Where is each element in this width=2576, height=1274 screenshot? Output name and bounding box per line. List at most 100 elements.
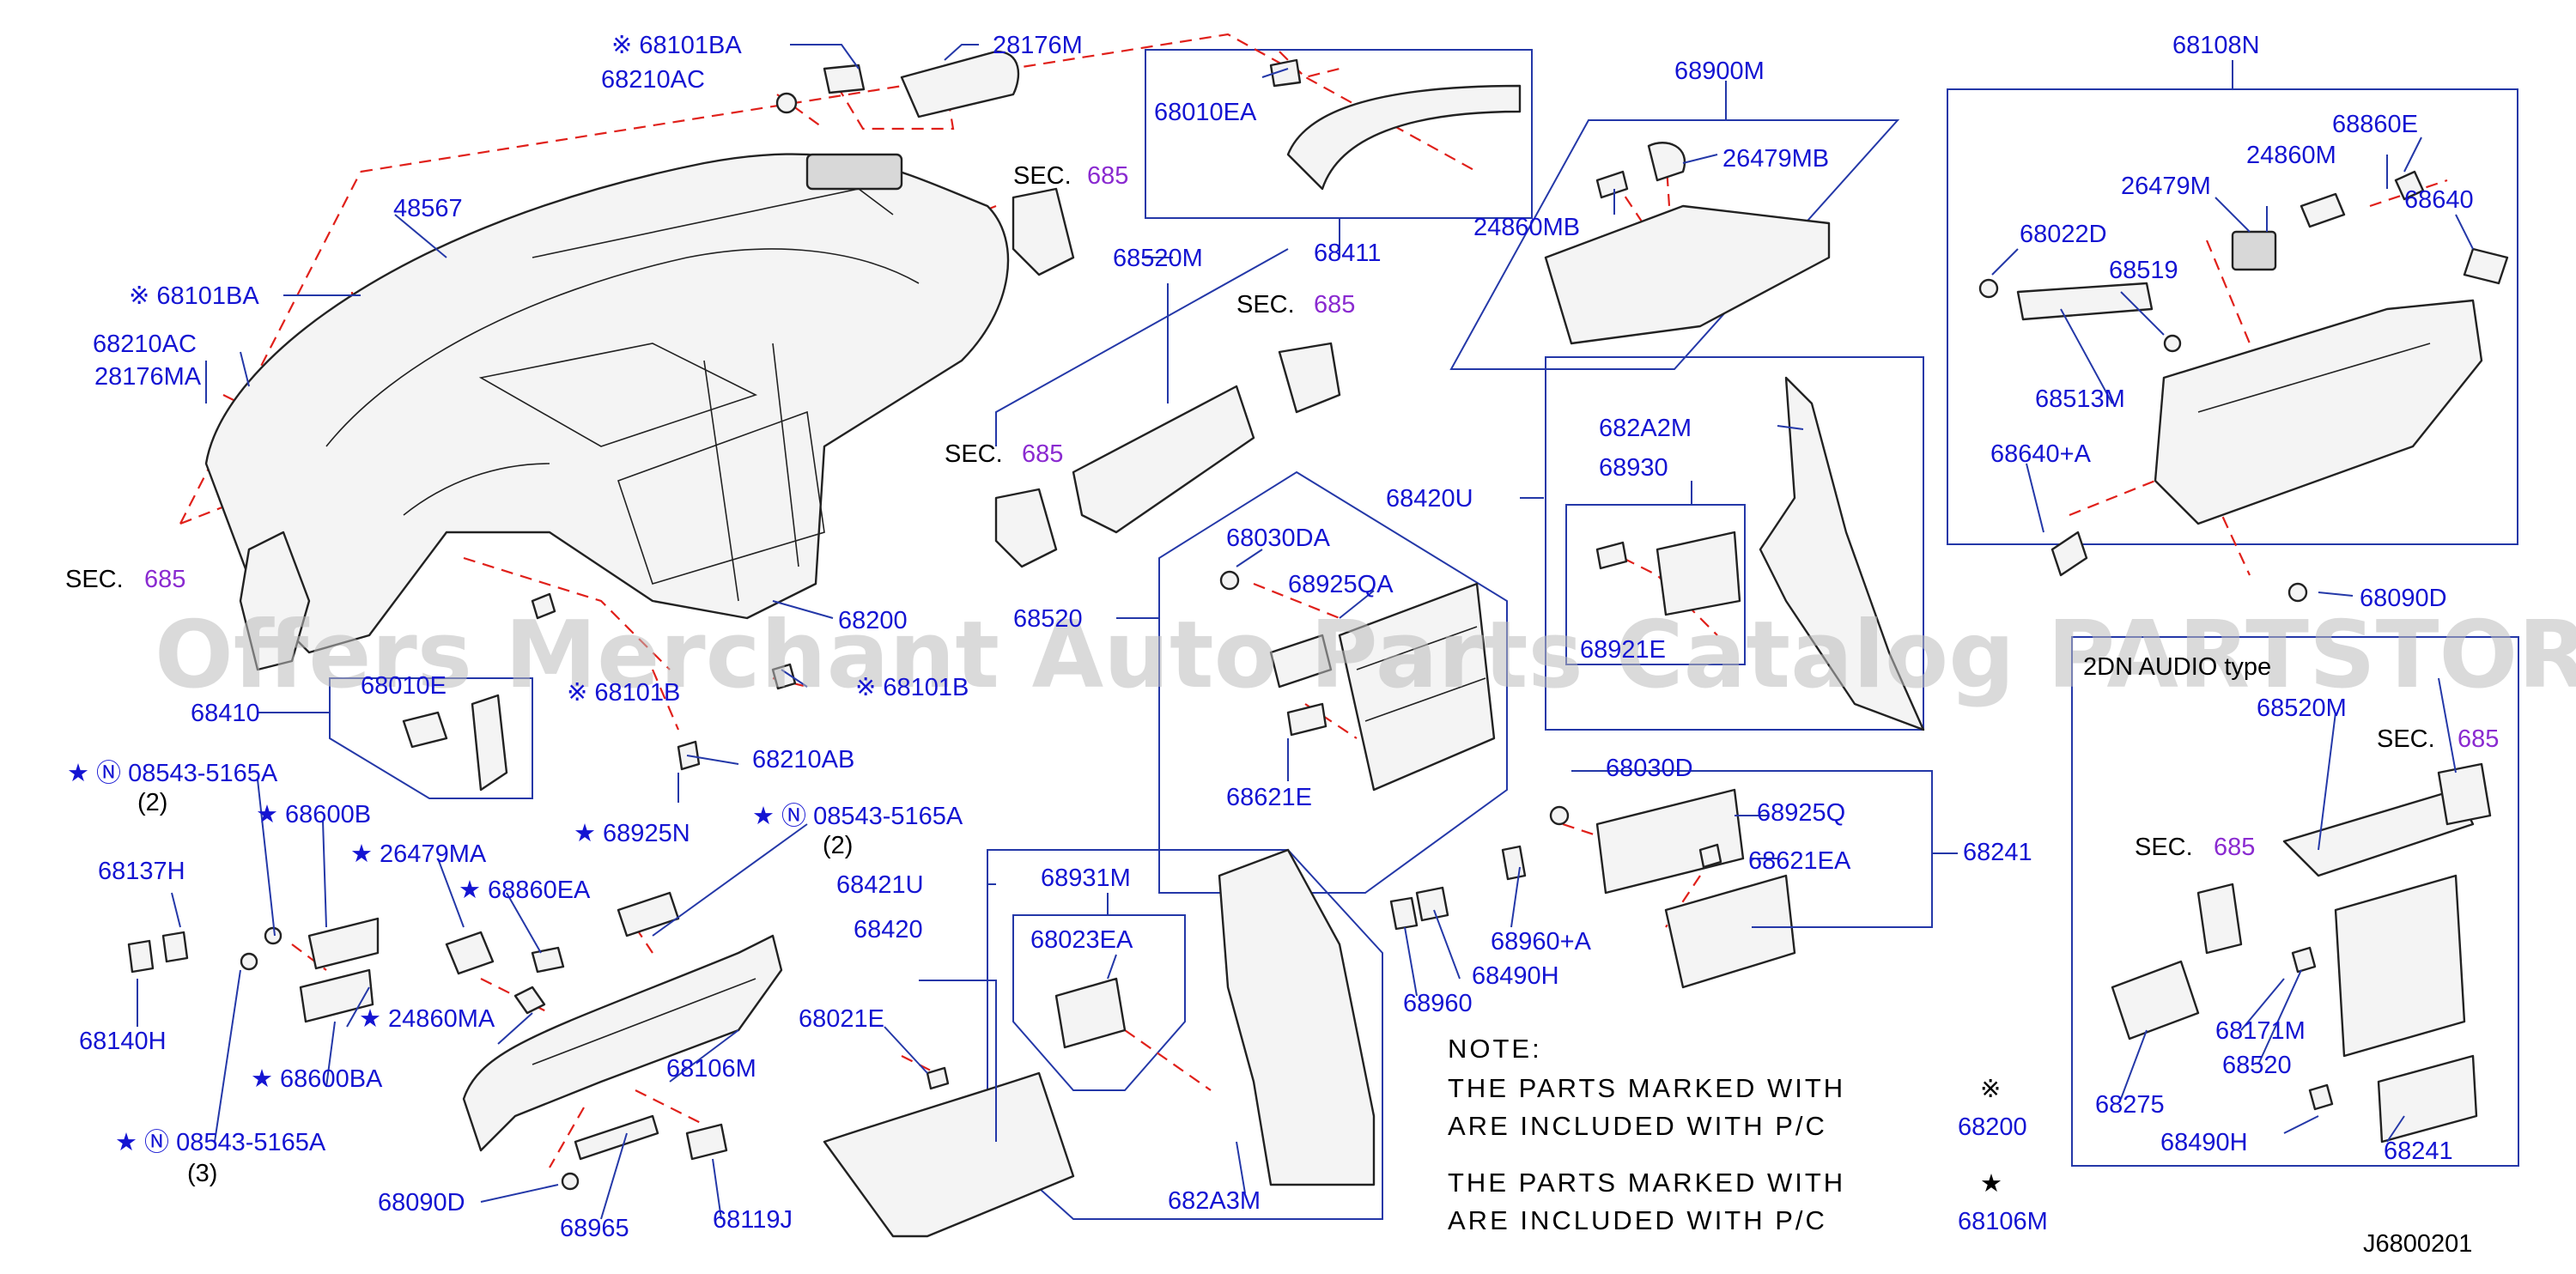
label-2dn-68520M: 68520M: [2257, 695, 2347, 722]
box-2dn-audio: [2071, 636, 2519, 1167]
watermark: Offers Merchant Auto Parts Catalog PARTS…: [155, 602, 2576, 709]
label-68021E: 68021E: [799, 1005, 884, 1033]
label-68119J: 68119J: [713, 1206, 793, 1234]
note-block: NOTE: THE PARTS MARKED WITH ARE INCLUDED…: [1448, 1034, 2048, 1235]
label-68925N: ★ 68925N: [574, 820, 690, 847]
label-26479M: 26479M: [2121, 173, 2211, 200]
label-68600BA: ★ 68600BA: [251, 1065, 383, 1093]
label-68108N: 68108N: [2172, 32, 2260, 59]
sec-number: 685: [2458, 725, 2499, 753]
note-ref-1: 68200: [1958, 1113, 2027, 1141]
sec-ref-6: SEC. 685: [2135, 834, 2255, 861]
part-icons: [127, 50, 2509, 1238]
part-labels: ※ 68101BA 28176M 68210AC 68010EA 68411 6…: [67, 32, 2474, 1242]
label-68101BA-top: ※ 68101BA: [611, 32, 742, 59]
note-line4: ARE INCLUDED WITH P/C: [1448, 1205, 1827, 1235]
label-08543-qty-3: (3): [187, 1160, 217, 1187]
label-68106M: 68106M: [666, 1055, 756, 1083]
label-68411: 68411: [1314, 240, 1382, 267]
label-68030D: 68030D: [1606, 755, 1693, 782]
box-68931M: [1012, 914, 1186, 1091]
sec-number: 685: [1314, 291, 1355, 318]
sec-prefix: SEC.: [1013, 162, 1072, 190]
note-ref-2: 68106M: [1958, 1208, 2048, 1235]
label-68010EA: 68010EA: [1154, 99, 1257, 126]
label-68960A: 68960+A: [1491, 928, 1592, 956]
label-26479MB: 26479MB: [1722, 145, 1829, 173]
note-line1: THE PARTS MARKED WITH: [1448, 1073, 1845, 1103]
label-68421U: 68421U: [836, 871, 924, 899]
sec-prefix: SEC.: [945, 440, 1003, 468]
label-68420: 68420: [854, 916, 923, 943]
label-68520: 68520: [1013, 605, 1083, 633]
label-08543-qty-1: (2): [137, 789, 167, 816]
label-2dn-68241: 68241: [2384, 1138, 2453, 1165]
label-68921E: 68921E: [1580, 636, 1666, 664]
label-48567: 48567: [393, 195, 463, 222]
note-symbol-1: ※: [1980, 1076, 2001, 1103]
note-line2: ARE INCLUDED WITH P/C: [1448, 1111, 1827, 1141]
label-68137H: 68137H: [98, 858, 185, 885]
label-2dn-68171M: 68171M: [2215, 1017, 2306, 1045]
sec-ref-5: SEC. 685: [2377, 725, 2499, 753]
note-line3: THE PARTS MARKED WITH: [1448, 1168, 1845, 1198]
label-68900M: 68900M: [1674, 58, 1765, 85]
label-68210AC-left: 68210AC: [93, 331, 197, 358]
sec-number: 685: [144, 566, 185, 593]
label-68930: 68930: [1599, 454, 1668, 482]
label-68030DA: 68030DA: [1226, 525, 1331, 552]
label-68621EA: 68621EA: [1748, 847, 1851, 875]
label-28176M: 28176M: [993, 32, 1083, 59]
note-title: NOTE:: [1448, 1034, 1542, 1064]
label-68022D: 68022D: [2020, 221, 2107, 248]
label-68490H: 68490H: [1472, 962, 1559, 990]
label-68210AB: 68210AB: [752, 746, 854, 774]
label-26479MA: ★ 26479MA: [350, 840, 487, 868]
label-68101BA-left: ※ 68101BA: [129, 282, 259, 310]
label-68090D-left: 68090D: [378, 1189, 465, 1216]
label-68210AC-top: 68210AC: [601, 66, 705, 94]
label-68965: 68965: [560, 1215, 629, 1242]
label-68101B-a: ※ 68101B: [567, 679, 680, 707]
diagram-id: J6800201: [2363, 1230, 2472, 1258]
label-68520M: 68520M: [1113, 245, 1203, 272]
label-24860MB: 24860MB: [1473, 214, 1580, 241]
label-68241: 68241: [1963, 839, 2032, 866]
sec-ref-3: SEC. 685: [945, 440, 1063, 468]
leader-lines: [137, 44, 2474, 1220]
box-68900M: [1449, 119, 1900, 370]
sec-number: 685: [1022, 440, 1063, 468]
label-68931M: 68931M: [1041, 864, 1131, 892]
label-68513M: 68513M: [2035, 385, 2125, 413]
sec-ref-2: SEC. 685: [1236, 291, 1355, 318]
label-68960: 68960: [1403, 990, 1473, 1017]
label-68023EA: 68023EA: [1030, 926, 1133, 954]
label-68925QA: 68925QA: [1288, 571, 1394, 598]
box-68930: [1565, 504, 1746, 665]
label-68600B: ★ 68600B: [256, 801, 371, 828]
sec-ref-4: SEC. 685: [65, 566, 185, 593]
label-08543-5165A-2: ★ Ⓝ 08543-5165A: [752, 803, 963, 830]
label-08543-5165A-3: ★ Ⓝ 08543-5165A: [115, 1129, 326, 1156]
label-68860E: 68860E: [2332, 111, 2418, 138]
label-08543-qty-2: (2): [823, 832, 853, 859]
dashboard-frame: [204, 153, 1010, 654]
label-68090D-right: 68090D: [2360, 585, 2447, 612]
box-68520: [1158, 470, 1508, 894]
label-68621E: 68621E: [1226, 784, 1312, 811]
sec-number: 685: [2214, 834, 2255, 861]
label-28176MA: 28176MA: [94, 363, 202, 391]
label-2dn-68490H: 68490H: [2160, 1129, 2248, 1156]
sec-ref-1: SEC. 685: [1013, 162, 1128, 190]
label-68420U: 68420U: [1386, 485, 1473, 513]
label-68860EA: ★ 68860EA: [459, 877, 591, 904]
label-68101B-b: ※ 68101B: [855, 674, 969, 701]
label-68519: 68519: [2109, 257, 2178, 284]
label-68925Q: 68925Q: [1757, 799, 1845, 827]
section-refs: SEC. 685 SEC. 685 SEC. 685 SEC. 685 SEC.…: [65, 162, 2499, 861]
sec-number: 685: [1087, 162, 1128, 190]
label-68640A: 68640+A: [1990, 440, 2092, 468]
label-68410: 68410: [191, 700, 260, 727]
label-24860M: 24860M: [2246, 142, 2336, 169]
